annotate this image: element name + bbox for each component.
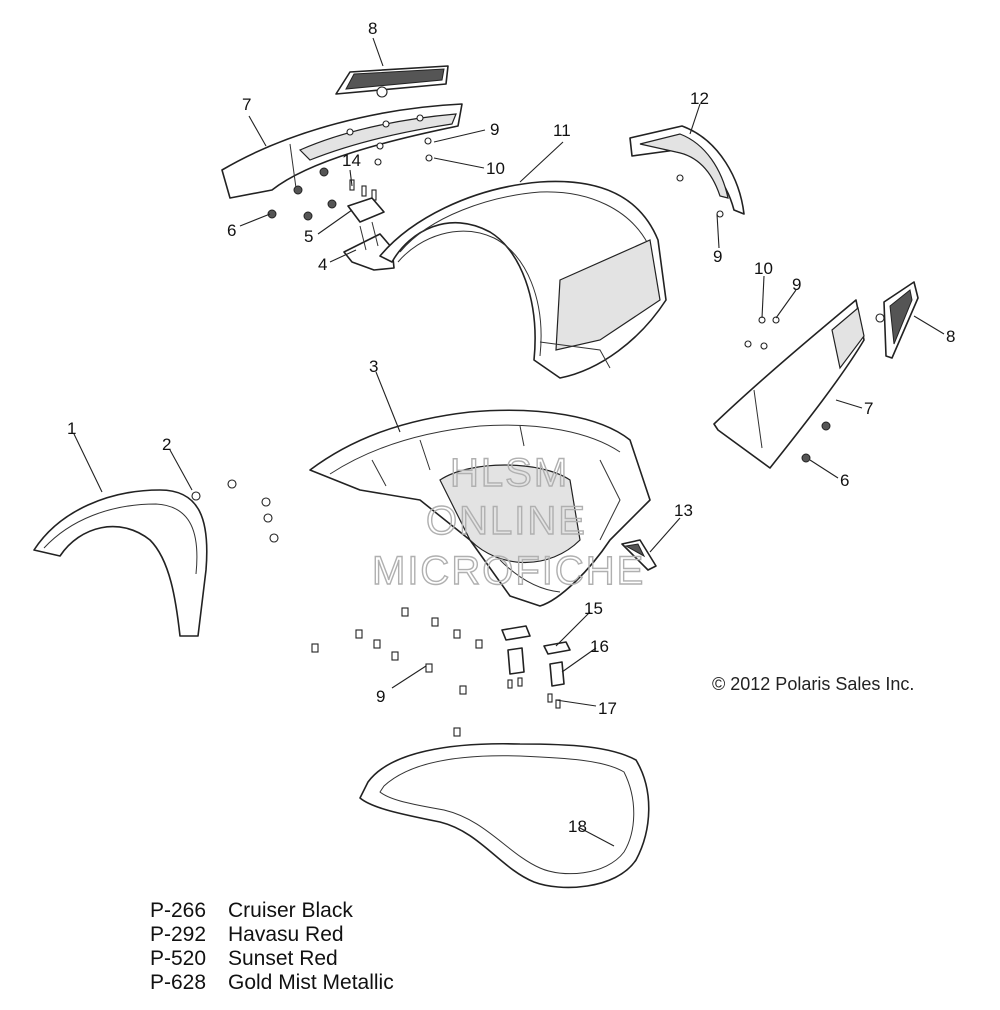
part-8-right — [875, 281, 919, 359]
callout-17: 17 — [598, 699, 617, 718]
callout-12: 12 — [690, 89, 709, 108]
paint-name: Sunset Red — [228, 947, 338, 970]
paint-name: Havasu Red — [228, 923, 344, 946]
part-4-bracket — [343, 221, 395, 271]
paint-code-list: P-266 Cruiser Black P-292 Havasu Red P-520… — [150, 899, 394, 995]
parts-15-16-17 — [501, 625, 571, 709]
callout-2: 2 — [162, 435, 171, 454]
callout-18: 18 — [568, 817, 587, 836]
callout-7-top: 7 — [242, 95, 251, 114]
paint-code: P-520 — [150, 947, 207, 970]
paint-row: P-292 Havasu Red — [150, 923, 394, 947]
callout-9-mid: 9 — [713, 247, 722, 266]
paint-row: P-520 Sunset Red — [150, 947, 394, 971]
hardware-screws-mid — [191, 479, 279, 543]
callout-10-top: 10 — [486, 159, 505, 178]
part-12-top-right — [629, 125, 745, 218]
callout-9-right: 9 — [792, 275, 801, 294]
part-3-base — [309, 409, 651, 607]
callout-4: 4 — [318, 255, 327, 274]
watermark-line-2: ONLINE — [426, 499, 587, 543]
part-1-shell — [33, 489, 208, 637]
leader-lines — [73, 37, 945, 847]
copyright-notice: © 2012 Polaris Sales Inc. — [712, 674, 915, 694]
watermark: HLSM ONLINE MICROFICHE — [371, 450, 645, 593]
paint-code: P-266 — [150, 899, 207, 922]
callout-labels: 8 7 9 10 11 14 5 4 6 12 9 10 9 8 7 6 3 1… — [67, 19, 955, 836]
paint-name: Cruiser Black — [228, 899, 353, 922]
watermark-line-3: MICROFICHE — [372, 549, 645, 593]
callout-14: 14 — [342, 151, 361, 170]
part-7-right — [713, 299, 865, 469]
callout-15: 15 — [584, 599, 603, 618]
part-18-gasket — [359, 742, 650, 889]
part-11-lid — [379, 180, 667, 379]
paint-row: P-628 Gold Mist Metallic — [150, 971, 394, 995]
callout-3: 3 — [369, 357, 378, 376]
callout-9-top: 9 — [490, 120, 499, 139]
callout-6-right: 6 — [840, 471, 849, 490]
callout-16: 16 — [590, 637, 609, 656]
part-13 — [621, 539, 657, 571]
callout-1: 1 — [67, 419, 76, 438]
paint-name: Gold Mist Metallic — [228, 971, 394, 994]
callout-6-left: 6 — [227, 221, 236, 240]
callout-9-bottom: 9 — [376, 687, 385, 706]
callout-5: 5 — [304, 227, 313, 246]
callout-7-right: 7 — [864, 399, 873, 418]
callout-11: 11 — [553, 121, 571, 140]
part-8-top — [335, 65, 449, 98]
hardware-bolts-lower — [311, 607, 483, 737]
paint-row: P-266 Cruiser Black — [150, 899, 394, 923]
callout-13: 13 — [674, 501, 693, 520]
part-7-top — [221, 103, 463, 199]
callout-10-right: 10 — [754, 259, 773, 278]
paint-code: P-628 — [150, 971, 207, 994]
watermark-line-1: HLSM — [450, 451, 569, 495]
paint-code: P-292 — [150, 923, 207, 946]
callout-8-top: 8 — [368, 19, 377, 38]
callout-8-right: 8 — [946, 327, 955, 346]
